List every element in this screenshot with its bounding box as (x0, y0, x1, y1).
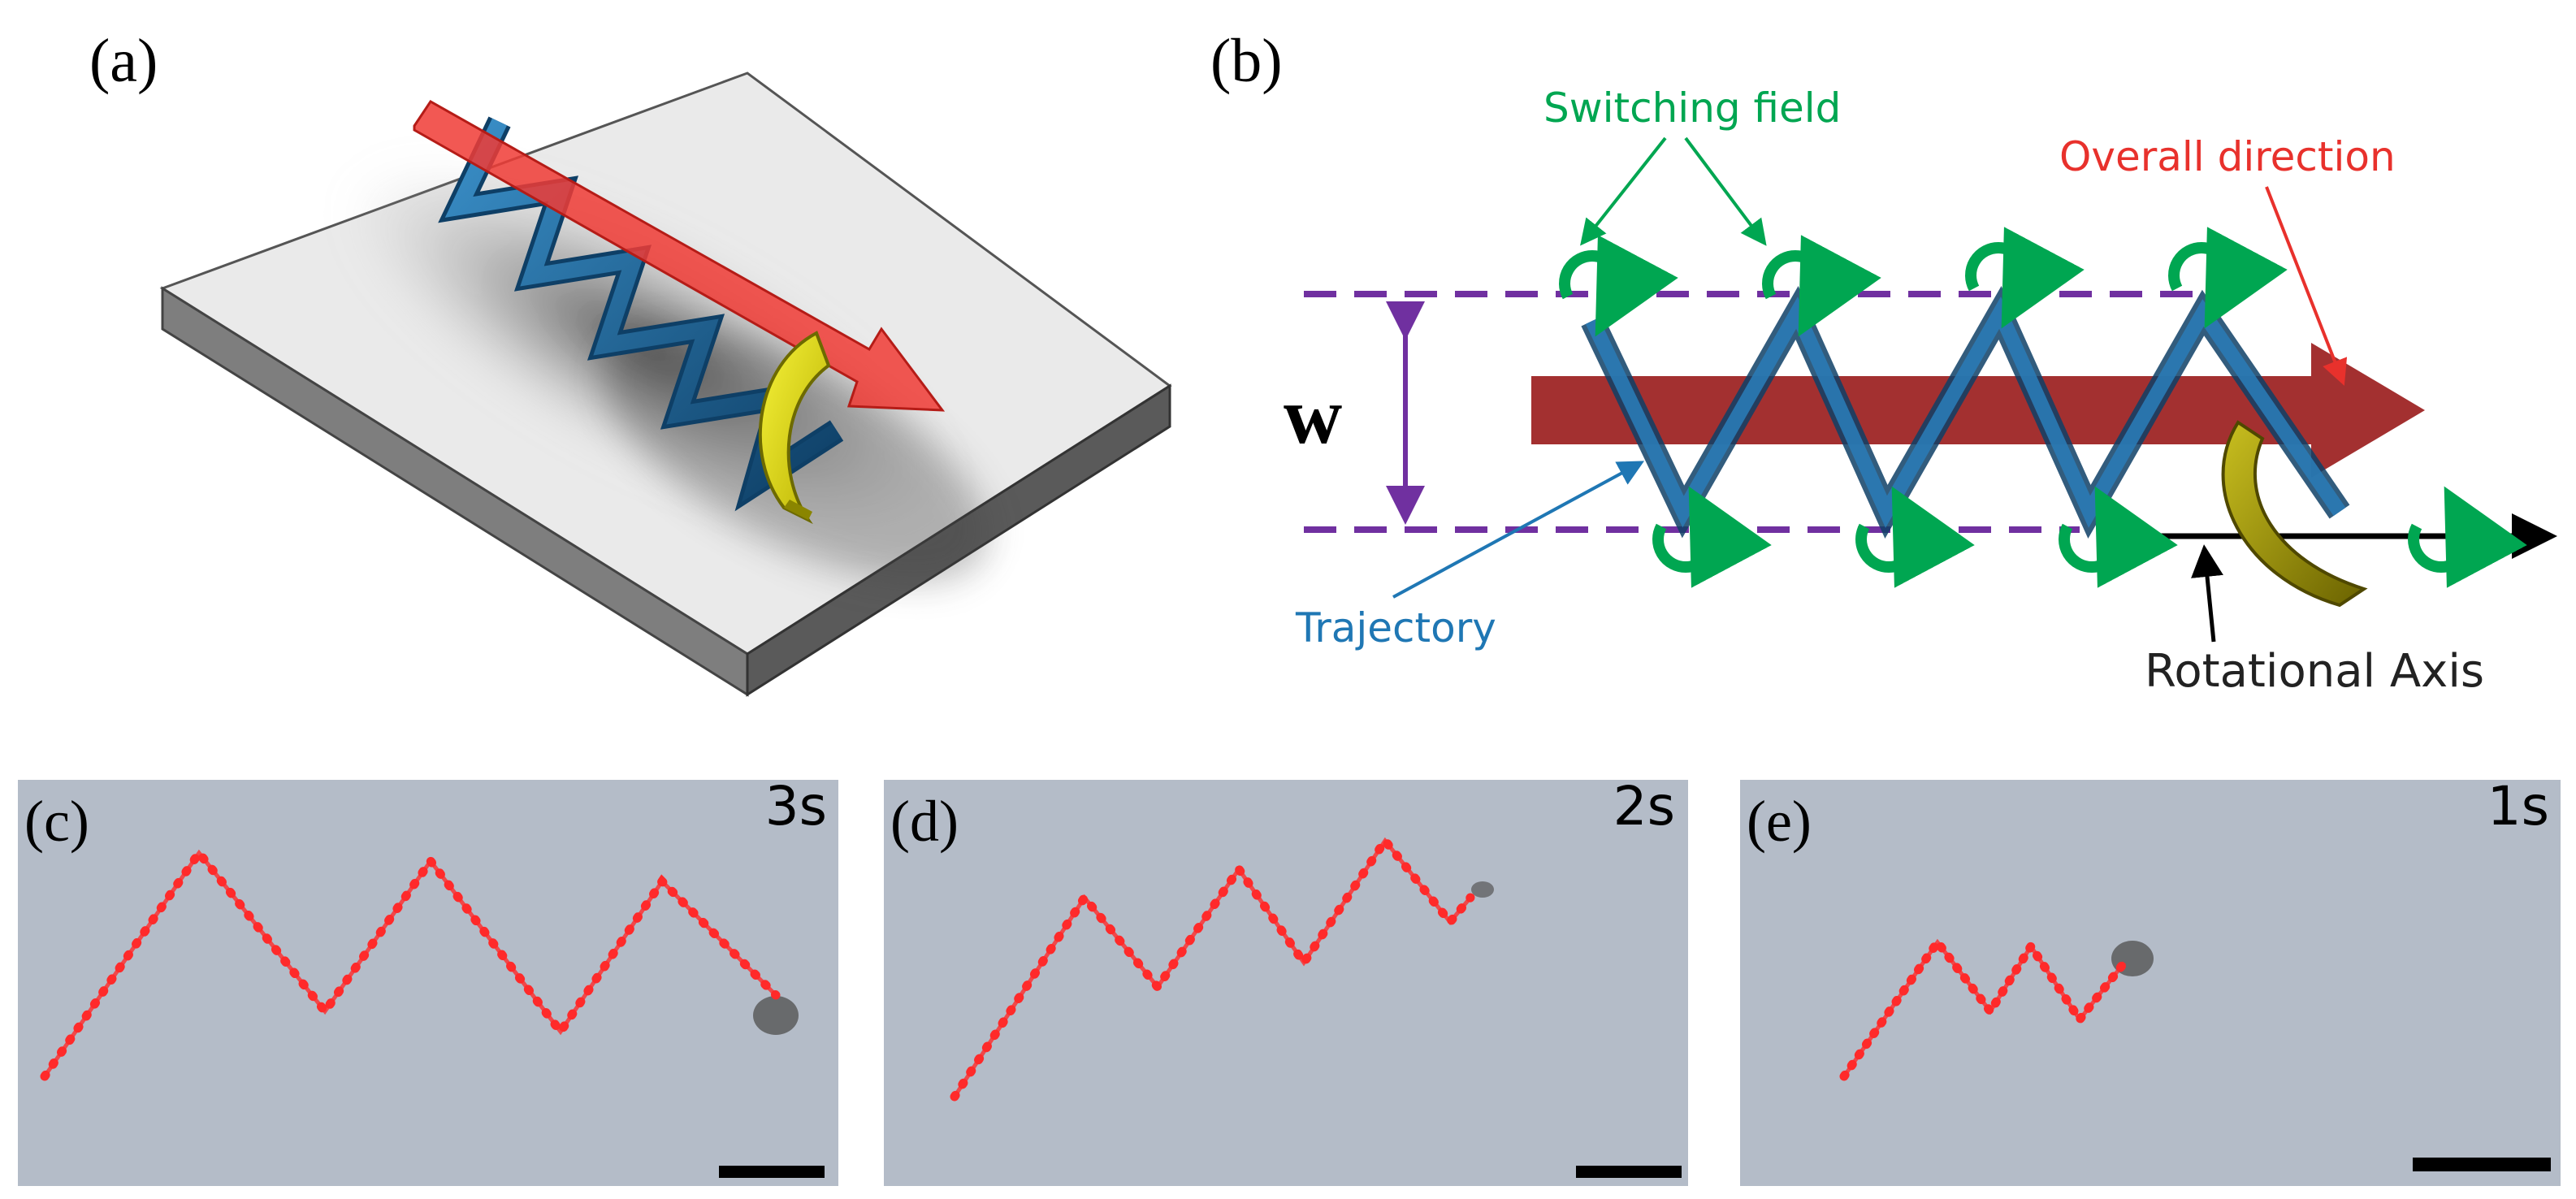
scale-bar-e (2413, 1158, 2551, 1171)
switching-field-label: Switching field (1543, 84, 1841, 132)
panel-c-time: 3s (765, 775, 827, 838)
trajectory-pointer (1392, 461, 1645, 599)
micrograph-c (18, 780, 838, 1186)
panel-b: (b) w Switching field (1210, 27, 2557, 698)
panel-c-label: (c) (24, 789, 89, 854)
rotational-axis-label: Rotational Axis (2145, 645, 2484, 698)
panel-e-label: (e) (1747, 789, 1812, 854)
overall-direction-pointer (2265, 186, 2348, 386)
panel-a: (a) (89, 27, 1172, 697)
micro-robot (2221, 420, 2368, 608)
scale-bar-c (719, 1166, 825, 1178)
switching-field-arrows-bottom (1652, 486, 2527, 588)
switching-field-pointer-right (1684, 136, 1767, 246)
overall-direction-arrow-3d (413, 100, 946, 412)
panel-e: (e) 1s (1740, 775, 2561, 1186)
scale-bar-d (1576, 1166, 1682, 1178)
panel-a-label: (a) (89, 27, 158, 95)
micrograph-e (1740, 780, 2561, 1186)
panel-b-label: (b) (1210, 27, 1283, 95)
rotational-axis-pointer (2191, 544, 2223, 643)
width-symbol: w (1284, 370, 1342, 461)
overall-direction-label: Overall direction (2059, 133, 2396, 180)
switching-field-pointer-left (1580, 136, 1667, 246)
panel-d-time: 2s (1613, 775, 1675, 838)
micrograph-d (884, 780, 1688, 1186)
panel-e-time: 1s (2487, 775, 2549, 838)
trajectory-label: Trajectory (1295, 604, 1496, 651)
panel-d-label: (d) (890, 789, 959, 854)
panel-c: (c) 3s (18, 775, 838, 1186)
switching-field-arrows-top (1559, 227, 2288, 337)
panel-d: (d) 2s (884, 775, 1688, 1186)
